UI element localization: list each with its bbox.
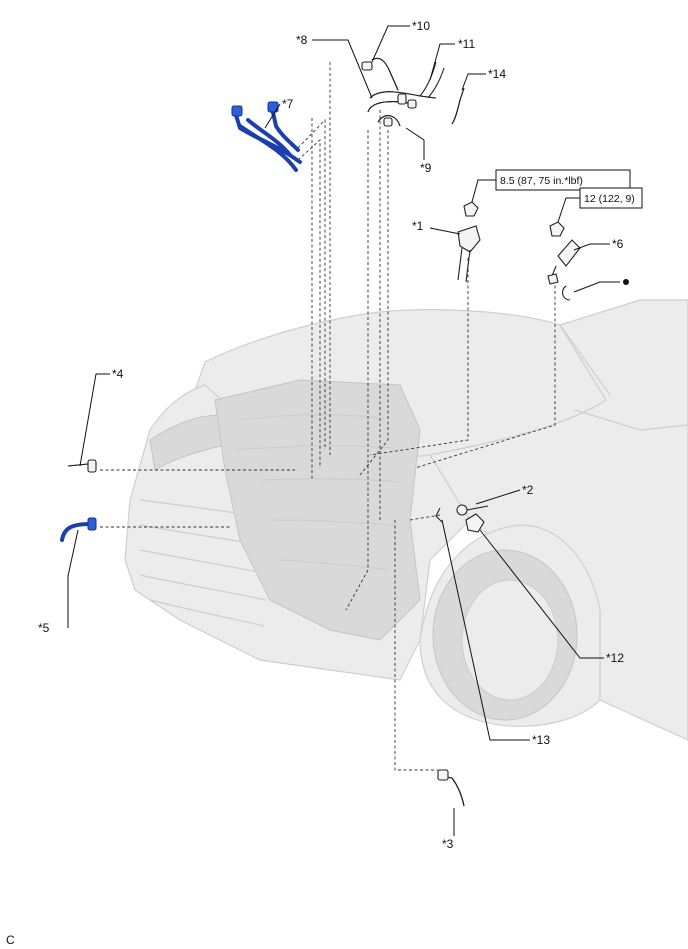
leader-lines bbox=[67, 25, 620, 836]
callout-1: *1 bbox=[412, 219, 424, 233]
hose-assembly-7 bbox=[231, 101, 302, 172]
callout-11: *11 bbox=[458, 37, 475, 51]
grommet-12 bbox=[465, 513, 485, 533]
bolt-2 bbox=[456, 504, 489, 516]
callout-14: *14 bbox=[488, 67, 506, 81]
callout-7: *7 bbox=[282, 97, 294, 111]
callout-6: *6 bbox=[612, 237, 624, 251]
torque-spec-b: 12 (122, 9) bbox=[584, 193, 635, 205]
sensor-6 bbox=[547, 221, 581, 301]
torque-spec-a: 8.5 (87, 75 in.*lbf) bbox=[500, 175, 583, 187]
black-dot-icon bbox=[623, 279, 629, 285]
callout-9: *9 bbox=[420, 161, 432, 175]
callout-13: *13 bbox=[532, 733, 550, 747]
clip-13 bbox=[435, 507, 443, 523]
bracket-1 bbox=[457, 201, 481, 283]
callout-8: *8 bbox=[296, 33, 308, 47]
vehicle-body bbox=[124, 299, 688, 741]
torque-spec-box-b: 12 (122, 9) bbox=[579, 187, 643, 209]
callout-12: *12 bbox=[606, 651, 624, 665]
pipe-14 bbox=[451, 87, 465, 125]
figure-code: C bbox=[6, 933, 15, 947]
callout-5: *5 bbox=[38, 621, 50, 635]
callout-4: *4 bbox=[112, 367, 124, 381]
callout-2: *2 bbox=[522, 483, 534, 497]
installation-guide-lines bbox=[100, 62, 556, 771]
hose-end-4 bbox=[67, 459, 97, 473]
torque-spec-box-a: 8.5 (87, 75 in.*lbf) bbox=[495, 169, 631, 191]
callout-labels: *1 *2 *3 *4 *5 *6 *7 *8 *9 *10 *11 *12 *… bbox=[38, 19, 624, 851]
hose-5 bbox=[60, 517, 97, 542]
coolant-hose-group bbox=[361, 57, 445, 127]
callout-10: *10 bbox=[412, 19, 430, 33]
callout-3: *3 bbox=[442, 837, 454, 851]
hose-clamp-3 bbox=[437, 769, 465, 807]
